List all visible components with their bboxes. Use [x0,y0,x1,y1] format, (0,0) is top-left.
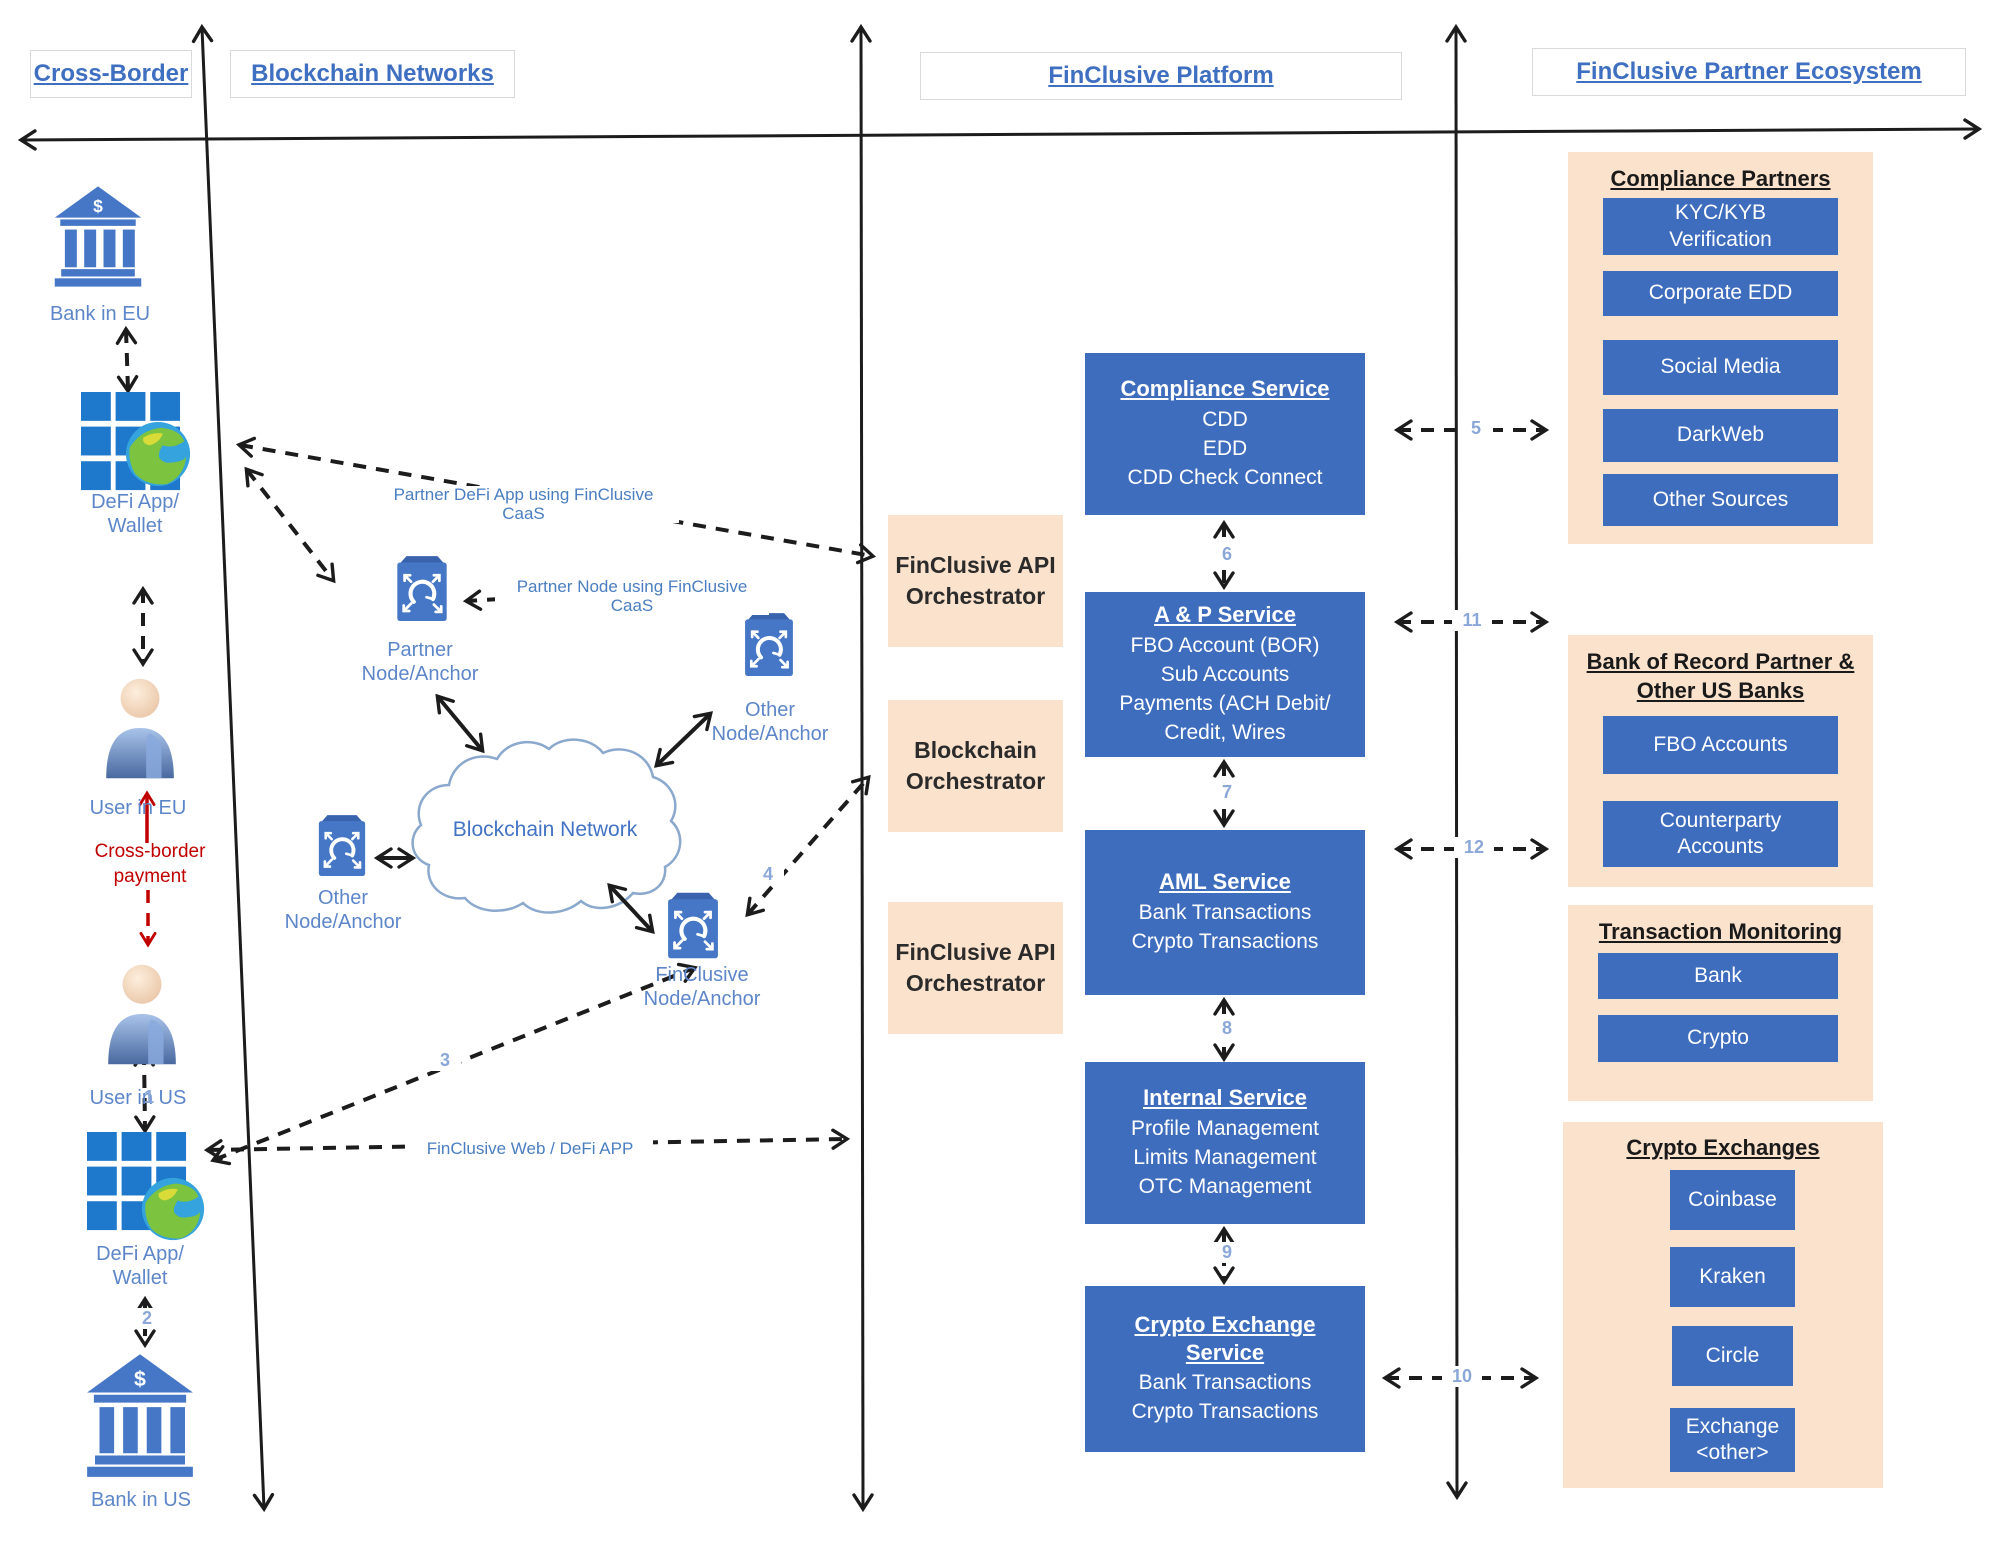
connector-arrow [745,774,871,918]
defi-app-us-icon [87,1132,187,1231]
other-node-right-label: Other Node/Anchor [711,699,829,746]
partner-tm-crypto: Crypto [1598,1015,1838,1062]
service-line: Profile Management [1131,1116,1319,1140]
service-line: Bank Transactions [1138,1371,1312,1395]
bank-eu-label: Bank in EU [49,303,151,325]
partner-darkweb: DarkWeb [1603,409,1838,462]
flow-marker-5: 5 [1459,418,1493,439]
finclusive-node-icon [668,893,718,959]
defi-app-us-label: DeFi App/ Wallet [96,1243,184,1290]
blockchain-network-label: Blockchain Network [452,818,638,841]
connector-arrow [17,118,1983,151]
service-line: CDD [1202,407,1248,431]
panel-compliance-partners-title: Compliance Partners [1610,166,1831,191]
note-partner-defi-app: Partner DeFi App using FinClusive CaaS [368,485,679,524]
other-node-right-icon [745,613,793,676]
flow-marker-11: 11 [1452,610,1492,631]
service-crypto-exchange: Crypto Exchange Service Bank Transaction… [1085,1286,1365,1452]
service-a-and-p: A & P Service FBO Account (BOR) Sub Acco… [1085,592,1365,757]
partner-exchange-other: Exchange <other> [1670,1408,1795,1472]
panel-bank-of-record-title: Bank of Record Partner & Other US Banks [1586,649,1855,703]
service-line: Payments (ACH Debit/ [1119,691,1331,715]
other-node-left-label: Other Node/Anchor [284,887,402,934]
orchestrator-api-2: FinClusive API Orchestrator [888,902,1063,1034]
flow-marker-7: 7 [1210,782,1244,803]
service-crypto-exchange-title: Crypto Exchange Service [1134,1312,1316,1365]
user-us-label: User in US [89,1087,187,1109]
flow-marker-8: 8 [1210,1018,1244,1039]
orchestrator-blockchain: Blockchain Orchestrator [888,700,1063,832]
defi-app-eu-label: DeFi App/ Wallet [91,491,179,538]
partner-tm-bank: Bank [1598,953,1838,999]
connector-arrow [1445,23,1468,1501]
service-aml: AML Service Bank Transactions Crypto Tra… [1085,830,1365,995]
defi-app-eu-icon [81,392,181,491]
orchestrator-api-1: FinClusive API Orchestrator [888,515,1063,647]
service-internal: Internal Service Profile Management Limi… [1085,1062,1365,1224]
bank-us-label: Bank in US [90,1489,192,1511]
service-line: Crypto Transactions [1131,929,1319,953]
finclusive-node-label: FinClusive Node/Anchor [643,964,761,1011]
user-eu-label: User in EU [89,797,187,819]
service-line: Crypto Transactions [1131,1400,1319,1423]
connector-arrow [244,466,336,584]
connector-arrow [850,23,874,1513]
flow-marker-12: 12 [1454,837,1494,858]
connector-arrow [435,693,485,754]
service-line: FBO Account (BOR) [1130,633,1320,657]
panel-transaction-monitoring [1568,905,1873,1101]
partner-social-media: Social Media [1603,340,1838,395]
cross-border-payment-label: Cross-border payment [94,841,206,887]
service-line: Credit, Wires [1164,720,1286,744]
flow-marker-2: 2 [131,1308,163,1329]
service-line: Limits Management [1133,1145,1317,1169]
service-line: EDD [1202,436,1248,460]
partner-counterparty-accounts: Counterparty Accounts [1603,801,1838,867]
note-partner-node: Partner Node using FinClusive CaaS [495,577,769,616]
service-line: Bank Transactions [1138,900,1312,924]
note-finclusive-web: FinClusive Web / DeFi APP [407,1139,653,1159]
panel-transaction-monitoring-title: Transaction Monitoring [1598,919,1843,944]
partner-other-sources: Other Sources [1603,474,1838,526]
bank-eu-icon [54,186,142,287]
service-aml-title: AML Service [1159,869,1291,895]
bank-us-icon [87,1354,193,1477]
panel-crypto-exchanges-title: Crypto Exchanges [1626,1135,1820,1160]
flow-marker-4: 4 [752,864,784,885]
partner-circle: Circle [1672,1326,1793,1386]
partner-node-label: Partner Node/Anchor [361,639,479,686]
partner-fbo-accounts: FBO Accounts [1603,716,1838,774]
partner-kyc-kyb: KYC/KYB Verification [1603,198,1838,255]
connector-arrow [115,325,139,395]
lane-header-finclusive-platform: FinClusive Platform [920,52,1402,100]
service-a-and-p-title: A & P Service [1154,602,1296,628]
service-line: CDD Check Connect [1127,465,1323,489]
service-internal-title: Internal Service [1143,1085,1307,1111]
service-line: Sub Accounts [1160,662,1290,686]
flow-marker-1: 1 [143,1087,154,1107]
lane-header-cross-border: Cross-Border [30,50,192,98]
user-us-icon [108,964,176,1065]
flow-marker-3: 3 [429,1050,461,1071]
service-line: OTC Management [1138,1174,1312,1198]
lane-header-partner-ecosystem: FinClusive Partner Ecosystem [1532,48,1966,96]
connector-arrow [191,23,275,1513]
flow-marker-9: 9 [1210,1242,1244,1263]
user-eu-icon [106,678,174,779]
other-node-left-icon [316,813,368,878]
partner-node-icon [397,556,446,621]
globe-eu-icon [125,421,191,487]
lane-header-blockchain-networks: Blockchain Networks [230,50,515,98]
partner-corporate-edd: Corporate EDD [1603,271,1838,316]
connector-arrow [607,882,655,935]
partner-kraken: Kraken [1670,1247,1795,1307]
globe-us-icon [141,1177,205,1241]
service-compliance: Compliance Service CDD EDD CDD Check Con… [1085,353,1365,515]
service-compliance-title: Compliance Service [1120,376,1330,402]
flow-marker-6: 6 [1210,544,1244,565]
flow-marker-10: 10 [1442,1366,1482,1387]
partner-coinbase: Coinbase [1670,1170,1795,1230]
